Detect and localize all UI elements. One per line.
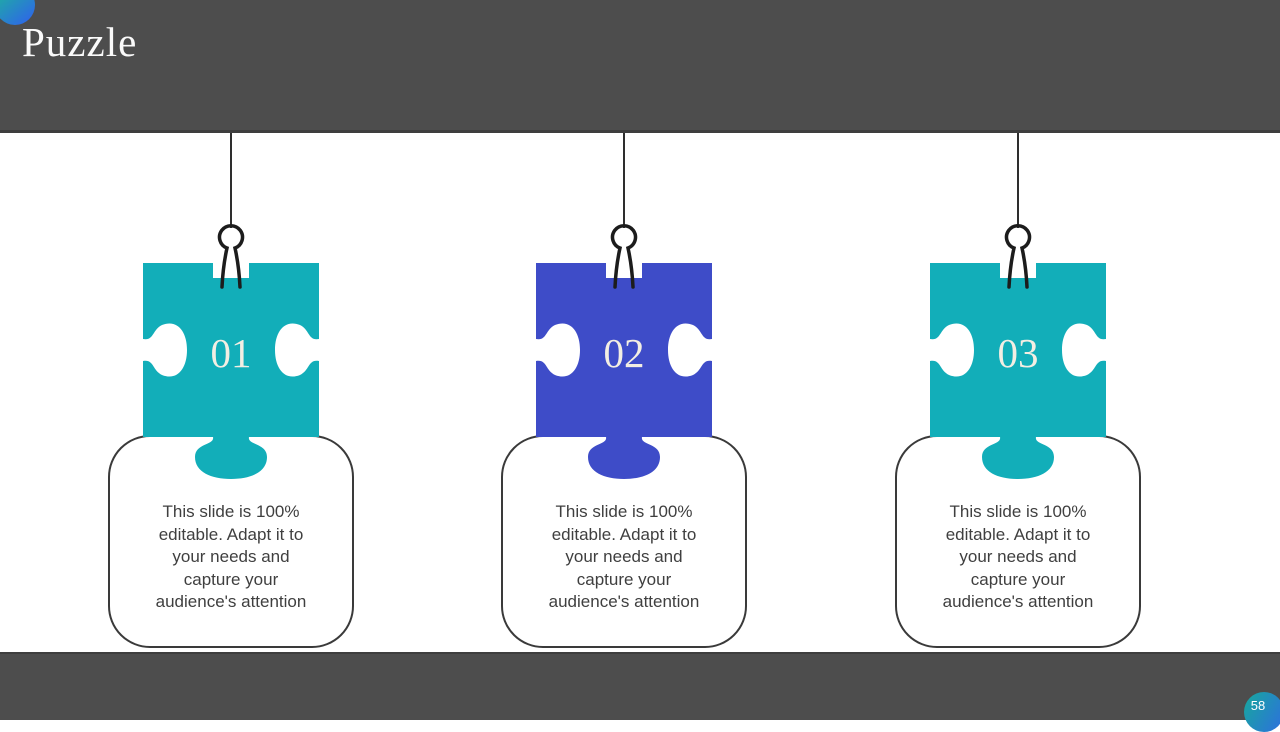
description-text: This slide is 100% editable. Adapt it to… [548, 502, 700, 611]
puzzle-piece-shape [930, 263, 1106, 479]
puzzle-item-3: This slide is 100% editable. Adapt it to… [895, 133, 1141, 653]
footer-bar [0, 652, 1280, 720]
step-number: 03 [997, 330, 1039, 376]
puzzle-item-2: This slide is 100% editable. Adapt it to… [501, 133, 747, 653]
page-number: 58 [1250, 697, 1266, 713]
description-text: This slide is 100% editable. Adapt it to… [155, 502, 307, 611]
binder-clip-icon [610, 224, 638, 289]
socket-right [668, 323, 712, 377]
binder-clip-icon [1004, 224, 1032, 289]
socket-left [930, 323, 974, 377]
socket-right [275, 323, 319, 377]
binder-clip-icon [217, 224, 245, 289]
description-text: This slide is 100% editable. Adapt it to… [942, 502, 1094, 611]
puzzle-piece-shape [143, 263, 319, 479]
page-number-badge: 58 [1244, 692, 1280, 732]
puzzle-piece-graphic [930, 133, 1106, 479]
puzzle-item-1: This slide is 100% editable. Adapt it to… [108, 133, 354, 653]
socket-left [143, 323, 187, 377]
step-number: 02 [603, 330, 645, 376]
socket-left [536, 323, 580, 377]
step-number: 01 [210, 330, 252, 376]
puzzle-piece-shape [536, 263, 712, 479]
slide-title: Puzzle [22, 19, 138, 65]
header-bar: Puzzle [0, 0, 1280, 133]
puzzle-piece-graphic [143, 133, 319, 479]
puzzle-piece-graphic [536, 133, 712, 479]
socket-right [1062, 323, 1106, 377]
